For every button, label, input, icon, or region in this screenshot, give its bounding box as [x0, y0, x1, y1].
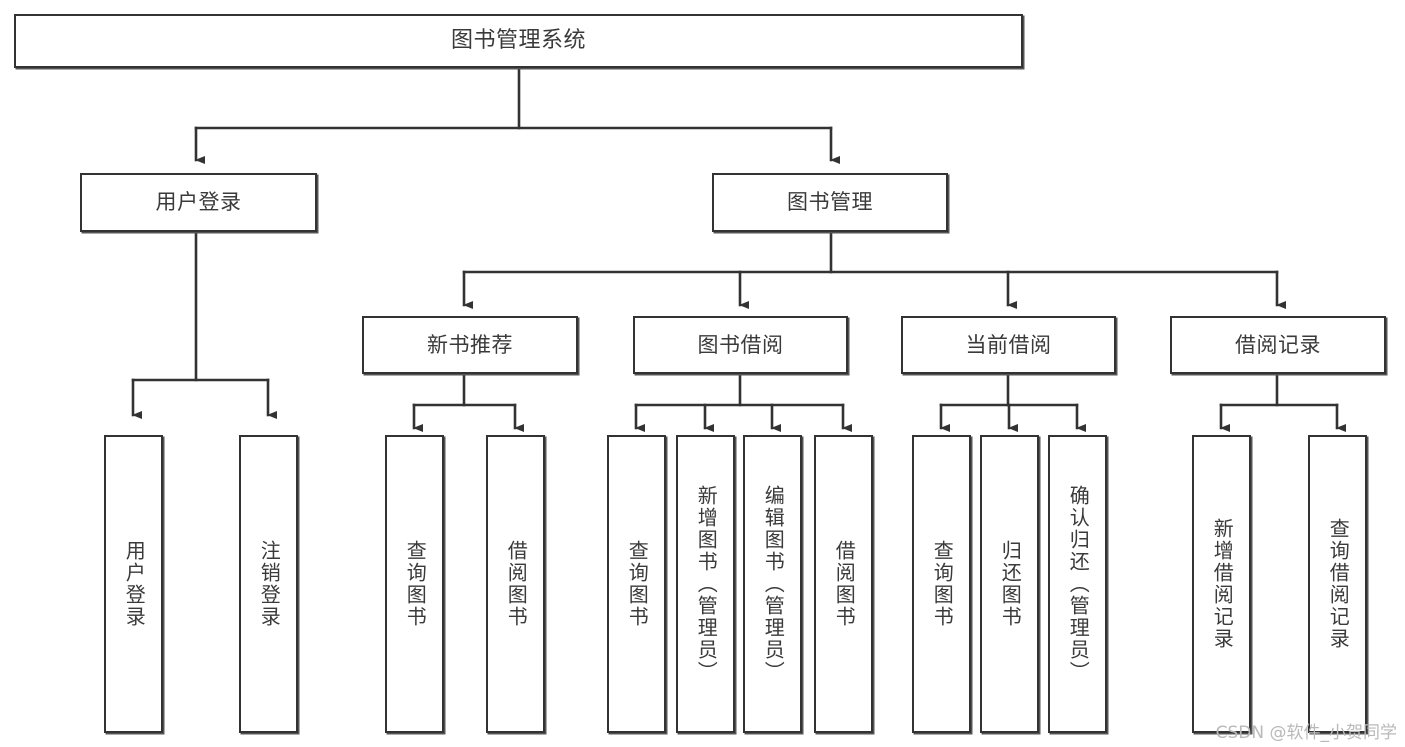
node-leaf-edit-book-admin[interactable]: 编辑图书（管理员） — [743, 435, 802, 733]
node-current-borrow-label: 当前借阅 — [965, 332, 1052, 357]
watermark-text: CSDN @软件_小贺同学 — [1215, 723, 1397, 743]
node-leaf-logout-login[interactable]: 注销登录 — [239, 435, 298, 733]
node-leaf-add-book-admin[interactable]: 新增图书（管理员） — [676, 435, 735, 733]
node-leaf-query-book-3[interactable]: 查询图书 — [912, 435, 971, 733]
node-leaf-query-book-3-label: 查询图书 — [930, 540, 955, 628]
node-root[interactable]: 图书管理系统 — [14, 14, 1023, 68]
node-leaf-logout-login-label: 注销登录 — [257, 540, 282, 628]
node-leaf-add-borrow-record[interactable]: 新增借阅记录 — [1192, 435, 1251, 733]
node-leaf-query-borrow-record[interactable]: 查询借阅记录 — [1308, 435, 1367, 733]
node-user-login-label: 用户登录 — [155, 190, 242, 215]
node-leaf-return-book-label: 归还图书 — [998, 540, 1023, 628]
node-new-book-recommend[interactable]: 新书推荐 — [362, 316, 578, 374]
node-borrow-record[interactable]: 借阅记录 — [1170, 316, 1386, 374]
node-leaf-borrow-book-2[interactable]: 借阅图书 — [814, 435, 873, 733]
node-leaf-return-book[interactable]: 归还图书 — [980, 435, 1039, 733]
node-leaf-borrow-book-1-label: 借阅图书 — [504, 540, 529, 628]
node-leaf-query-book-1-label: 查询图书 — [403, 540, 428, 628]
node-leaf-confirm-return-admin[interactable]: 确认归还（管理员） — [1048, 435, 1107, 733]
node-new-book-recommend-label: 新书推荐 — [427, 332, 513, 357]
node-leaf-query-book-1[interactable]: 查询图书 — [385, 435, 444, 733]
node-borrow-record-label: 借阅记录 — [1235, 332, 1321, 357]
node-leaf-query-book-2[interactable]: 查询图书 — [607, 435, 666, 733]
node-leaf-query-borrow-record-label: 查询借阅记录 — [1326, 518, 1351, 650]
node-leaf-add-borrow-record-label: 新增借阅记录 — [1210, 518, 1235, 650]
node-leaf-user-login-label: 用户登录 — [122, 540, 147, 628]
node-root-label: 图书管理系统 — [450, 28, 586, 54]
node-leaf-borrow-book-1[interactable]: 借阅图书 — [486, 435, 545, 733]
node-book-borrow[interactable]: 图书借阅 — [633, 316, 848, 374]
node-leaf-edit-book-admin-label: 编辑图书（管理员） — [761, 485, 786, 683]
node-leaf-add-book-admin-label: 新增图书（管理员） — [694, 485, 719, 683]
node-book-borrow-label: 图书借阅 — [697, 332, 784, 357]
node-book-manage-label: 图书管理 — [787, 190, 873, 215]
node-leaf-confirm-return-admin-label: 确认归还（管理员） — [1066, 485, 1091, 683]
node-leaf-user-login[interactable]: 用户登录 — [104, 435, 163, 733]
node-book-manage[interactable]: 图书管理 — [712, 173, 948, 232]
node-current-borrow[interactable]: 当前借阅 — [901, 316, 1116, 374]
node-user-login[interactable]: 用户登录 — [80, 173, 317, 232]
node-leaf-query-book-2-label: 查询图书 — [625, 540, 650, 628]
node-leaf-borrow-book-2-label: 借阅图书 — [832, 540, 857, 628]
